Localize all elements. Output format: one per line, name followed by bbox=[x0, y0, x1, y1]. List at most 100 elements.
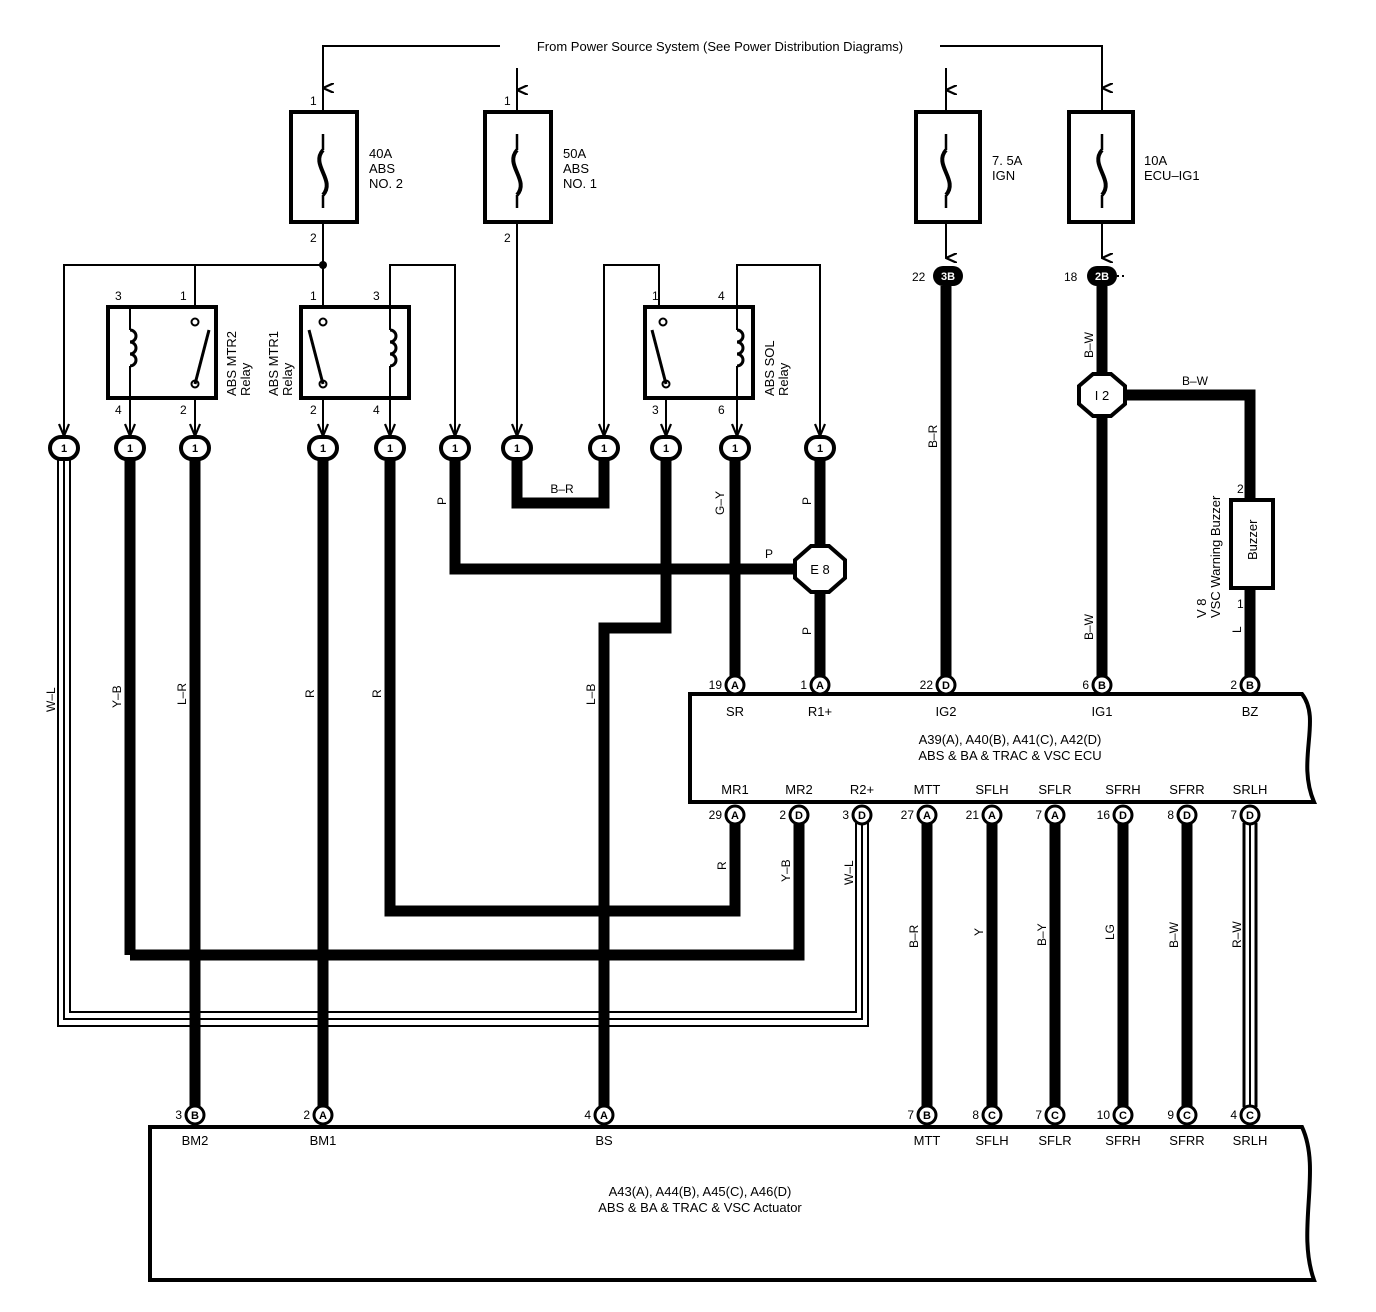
pin-number: 29 bbox=[709, 808, 723, 822]
ecu-pin-sfrh: D 16 SFRH bbox=[1097, 782, 1141, 826]
buzzer-pin: 2 bbox=[1237, 482, 1244, 496]
relay-name: ABS MTR1 bbox=[266, 331, 281, 396]
fuse-rating: 50A bbox=[563, 146, 586, 161]
actuator-pin-sfrh: C 10 SFRH bbox=[1097, 1104, 1141, 1148]
connector-1: 1 bbox=[307, 435, 339, 461]
pin-number: 9 bbox=[1167, 1108, 1174, 1122]
wire-color: B–W bbox=[1167, 921, 1181, 948]
pin-label: MR1 bbox=[721, 782, 748, 797]
connector-number: 1 bbox=[320, 443, 326, 455]
pin-number: 8 bbox=[972, 1108, 979, 1122]
buzzer-pin: 1 bbox=[1237, 597, 1244, 611]
fuse-rating: 7. 5A bbox=[992, 153, 1023, 168]
pin-label: SR bbox=[726, 704, 744, 719]
pin-number: 7 bbox=[1035, 808, 1042, 822]
pin-number: 19 bbox=[709, 678, 723, 692]
relay-name: ABS SOL bbox=[762, 340, 777, 396]
wire-color: R bbox=[370, 689, 384, 698]
ecu-pin-mr2: D 2 MR2 bbox=[779, 782, 813, 826]
junction-label: E 8 bbox=[810, 562, 830, 577]
pin-label: MTT bbox=[914, 1133, 941, 1148]
connector-number: 1 bbox=[732, 443, 738, 455]
wire-color: Y–B bbox=[110, 685, 124, 708]
wire-color: B–W bbox=[1182, 374, 1209, 388]
actuator-pin-srlh: C 4 SRLH bbox=[1230, 1104, 1267, 1148]
connector-1: 1 bbox=[439, 435, 471, 461]
fuse-name: ABS bbox=[369, 161, 395, 176]
fuse-ign: 7. 5A IGN bbox=[914, 90, 1023, 258]
pin-connector: C bbox=[1246, 1110, 1254, 1122]
buzzer-code: V 8 bbox=[1194, 598, 1209, 618]
pin-number: 27 bbox=[901, 808, 915, 822]
relay-pin: 1 bbox=[310, 289, 317, 303]
vsc-warning-buzzer: Buzzer 2 1 V 8 VSC Warning Buzzer bbox=[1194, 482, 1275, 618]
pin-label: SFRH bbox=[1105, 782, 1140, 797]
relay-abs-mtr1: 1 3 2 4 ABS MTR1 Relay bbox=[266, 289, 411, 417]
junction-pin: 22 bbox=[912, 270, 926, 284]
pin-connector: D bbox=[795, 810, 803, 822]
wire-color: L bbox=[1230, 626, 1244, 633]
actuator-pin-sfrr: C 9 SFRR bbox=[1167, 1104, 1205, 1148]
ecu-pin-r2plus: D 3 R2+ bbox=[842, 782, 874, 826]
pin-label: IG1 bbox=[1092, 704, 1113, 719]
ecu-pin-sflr: A 7 SFLR bbox=[1035, 782, 1072, 826]
junction-3b: 3B 22 bbox=[912, 266, 963, 286]
junction-code: 3B bbox=[941, 271, 955, 283]
wire-color: G–Y bbox=[713, 491, 727, 515]
junction-pin: 18 bbox=[1064, 270, 1078, 284]
connector-1: 1 bbox=[650, 435, 682, 461]
relay-thin-wiring bbox=[63, 264, 821, 436]
connector-1: 1 bbox=[719, 435, 751, 461]
relay-type: Relay bbox=[280, 362, 295, 396]
pin-label: SFLR bbox=[1038, 1133, 1071, 1148]
pin-number: 4 bbox=[1230, 1108, 1237, 1122]
pin-label: MR2 bbox=[785, 782, 812, 797]
junction-label: I 2 bbox=[1095, 388, 1109, 403]
connector-row: 1 1 1 1 1 1 1 1 1 1 1 bbox=[48, 435, 836, 461]
ecu-unit: A39(A), A40(B), A41(C), A42(D) ABS & BA … bbox=[688, 692, 1318, 804]
relay-pin: 3 bbox=[652, 403, 659, 417]
relay-name: ABS MTR2 bbox=[224, 331, 239, 396]
buzzer-name: VSC Warning Buzzer bbox=[1208, 495, 1223, 618]
connector-1: 1 bbox=[114, 435, 146, 461]
wire-color: L–B bbox=[584, 684, 598, 705]
ecu-pin-r1plus: A 1 R1+ bbox=[800, 674, 832, 719]
pin-connector: B bbox=[1098, 680, 1106, 692]
ecu-connectors: A39(A), A40(B), A41(C), A42(D) bbox=[919, 732, 1102, 747]
pin-label: BM2 bbox=[182, 1133, 209, 1148]
ecu-pin-sflh: A 21 SFLH bbox=[966, 782, 1009, 826]
connector-number: 1 bbox=[387, 443, 393, 455]
ecu-name: ABS & BA & TRAC & VSC ECU bbox=[918, 748, 1101, 763]
pin-connector: B bbox=[1246, 680, 1254, 692]
wire-color: R bbox=[303, 689, 317, 698]
fuse-abs-no1: 1 2 50A ABS NO. 1 bbox=[483, 90, 597, 444]
actuator-pin-bs: A 4 BS bbox=[584, 1104, 615, 1148]
pin-connector: C bbox=[1183, 1110, 1191, 1122]
pin-label: SFRH bbox=[1105, 1133, 1140, 1148]
pin-number: 1 bbox=[800, 678, 807, 692]
connector-number: 1 bbox=[452, 443, 458, 455]
double-wires bbox=[57, 460, 1258, 1107]
pin-number: 7 bbox=[1230, 808, 1237, 822]
actuator-unit: A43(A), A44(B), A45(C), A46(D) ABS & BA … bbox=[148, 1125, 1317, 1282]
pin-connector: D bbox=[1183, 810, 1191, 822]
ecu-pin-bz: B 2 BZ bbox=[1230, 674, 1261, 719]
fuse-abs-no2: 1 2 40A ABS NO. 2 bbox=[289, 88, 403, 265]
connector-1: 1 bbox=[804, 435, 836, 461]
pin-connector: D bbox=[942, 680, 950, 692]
junction-2b: 2B 18 bbox=[1064, 266, 1126, 286]
ecu-pin-ig1: B 6 IG1 bbox=[1082, 674, 1113, 719]
pin-connector: C bbox=[1051, 1110, 1059, 1122]
pin-connector: A bbox=[731, 810, 739, 822]
connector-number: 1 bbox=[663, 443, 669, 455]
pin-label: BS bbox=[595, 1133, 613, 1148]
wire-color: Y–B bbox=[779, 859, 793, 882]
junction-e8: E 8 bbox=[793, 544, 847, 594]
fuse-number: NO. 1 bbox=[563, 176, 597, 191]
wire-color: L–R bbox=[175, 683, 189, 705]
relay-pin: 4 bbox=[115, 403, 122, 417]
pin-label: SFRR bbox=[1169, 1133, 1204, 1148]
pin-label: R1+ bbox=[808, 704, 832, 719]
wire-color: W–L bbox=[44, 687, 58, 712]
pin-connector: C bbox=[988, 1110, 996, 1122]
